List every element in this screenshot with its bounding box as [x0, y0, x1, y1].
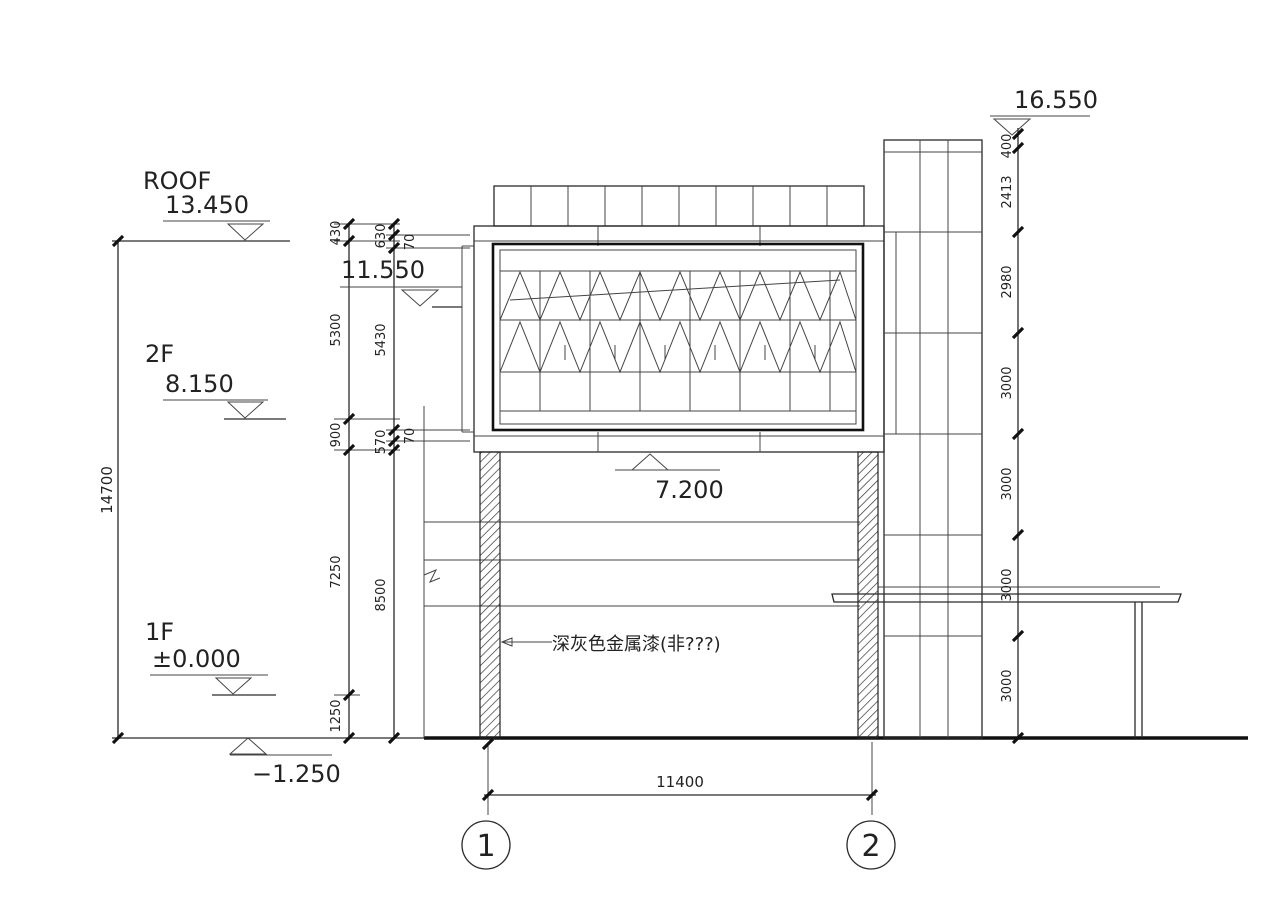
dim-mid-2: 5430: [374, 323, 389, 356]
grid-axis-2-label: 2: [861, 829, 880, 864]
box-bottom-elevation: 7.200: [655, 476, 724, 504]
material-note-text: 深灰色金属漆(非???): [552, 634, 721, 655]
grid-axis-2: 2: [846, 820, 896, 870]
first-floor-level-symbol: [214, 677, 253, 695]
overall-height-label: 14700: [98, 466, 116, 514]
dim-tower-2: 2980: [1000, 265, 1015, 298]
grid-axis-bubble-2: [846, 820, 896, 870]
dim-left-4: 1250: [329, 699, 344, 732]
second-floor-level-symbol: [226, 401, 265, 419]
canopy: [831, 593, 1182, 603]
dim-mid-5: 8500: [374, 578, 389, 611]
grid-axis-bubble-1: [461, 820, 511, 870]
dim-mid-1: 70: [403, 234, 418, 251]
dim-left-2: 900: [329, 423, 344, 448]
first-floor-name: 1F: [145, 618, 174, 646]
roof-level-elevation: 13.450: [165, 191, 249, 219]
column-left: [479, 451, 501, 739]
dim-left-1: 5300: [329, 313, 344, 346]
dim-tower-4: 3000: [1000, 467, 1015, 500]
grid-axis-1-label: 1: [476, 829, 495, 864]
overall-height-dimension: 14700: [98, 234, 125, 745]
dim-tower-1: 2413: [1000, 175, 1015, 208]
dim-tower-5: 3000: [1000, 568, 1015, 601]
dim-mid-0: 630: [374, 224, 389, 249]
tower-top-elevation: 16.550: [1014, 86, 1098, 114]
dim-left-0: 430: [329, 221, 344, 246]
column-right: [857, 451, 879, 739]
level-markers: ROOF 13.450 2F 8.150 1F ±0.000 −1.250: [112, 167, 428, 788]
second-floor-name: 2F: [145, 340, 174, 368]
roof-level-name: ROOF: [143, 167, 211, 195]
box-top-level-marker: 11.550: [340, 256, 462, 308]
building-elevation: 7.200: [423, 139, 1248, 740]
material-note: 深灰色金属漆(非???): [500, 634, 721, 655]
roof-level-symbol: [226, 223, 265, 241]
first-floor-elevation: ±0.000: [152, 645, 241, 673]
dim-mid-3: 570: [374, 430, 389, 455]
elevated-box-frame: [473, 225, 885, 453]
dim-tower-3: 3000: [1000, 366, 1015, 399]
ground-level-elevation: −1.250: [252, 760, 341, 788]
dim-left-3: 7250: [329, 555, 344, 588]
ground-level-symbol: [228, 737, 268, 755]
left-dimension-chain: 430 5300 900 7250 1250: [329, 217, 400, 745]
tower-dimension-chain: 400 2413 2980 3000 3000 3000 3000: [1000, 127, 1025, 745]
glazing-panel: [491, 242, 865, 432]
box-bottom-level-symbol: [630, 453, 670, 471]
tower: [883, 139, 983, 739]
span-dimension: 11400: [481, 737, 879, 815]
box-top-elevation: 11.550: [341, 256, 425, 284]
second-floor-elevation: 8.150: [165, 370, 234, 398]
span-dimension-label: 11400: [656, 773, 704, 791]
dim-tower-0: 400: [1000, 134, 1015, 159]
grid-axis-1: 1: [461, 820, 511, 870]
dim-tower-6: 3000: [1000, 669, 1015, 702]
tower-top-level-marker: 16.550: [990, 86, 1098, 136]
middle-dimension-chain: 630 70 5430 570 70 8500: [374, 217, 470, 745]
dim-mid-4: 70: [403, 428, 418, 445]
